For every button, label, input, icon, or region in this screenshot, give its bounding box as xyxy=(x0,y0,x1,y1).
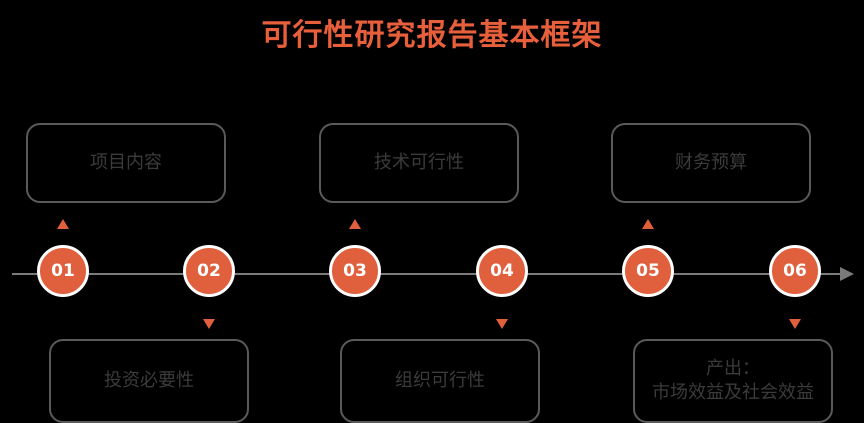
step-box-03: 技术可行性 xyxy=(319,123,519,203)
step-node-02: 02 xyxy=(183,245,235,297)
step-label-06-line2: 市场效益及社会效益 xyxy=(652,382,814,403)
diagram-title: 可行性研究报告基本框架 xyxy=(261,18,603,53)
timeline-line xyxy=(12,273,844,275)
step-label-05: 财务预算 xyxy=(675,151,747,173)
timeline-arrow-icon xyxy=(840,267,854,281)
step-box-02: 投资必要性 xyxy=(49,339,249,423)
step-node-05: 05 xyxy=(622,245,674,297)
step-node-03: 03 xyxy=(329,245,381,297)
pointer-down-icon-06 xyxy=(789,319,801,329)
step-label-04: 组织可行性 xyxy=(395,369,485,391)
step-node-04: 04 xyxy=(476,245,528,297)
pointer-up-icon-03 xyxy=(349,219,361,229)
pointer-down-icon-02 xyxy=(203,319,215,329)
step-box-01: 项目内容 xyxy=(26,123,226,203)
pointer-down-icon-04 xyxy=(496,319,508,329)
pointer-up-icon-01 xyxy=(57,219,69,229)
step-node-06: 06 xyxy=(769,245,821,297)
step-box-05: 财务预算 xyxy=(611,123,811,203)
pointer-up-icon-05 xyxy=(642,219,654,229)
step-box-06: 产出： 市场效益及社会效益 xyxy=(633,339,833,423)
step-label-06-line1: 产出： xyxy=(706,357,760,379)
step-label-01: 项目内容 xyxy=(90,151,162,173)
step-label-02: 投资必要性 xyxy=(104,369,194,391)
step-node-01: 01 xyxy=(37,245,89,297)
step-label-03: 技术可行性 xyxy=(374,151,464,173)
step-box-04: 组织可行性 xyxy=(340,339,540,423)
